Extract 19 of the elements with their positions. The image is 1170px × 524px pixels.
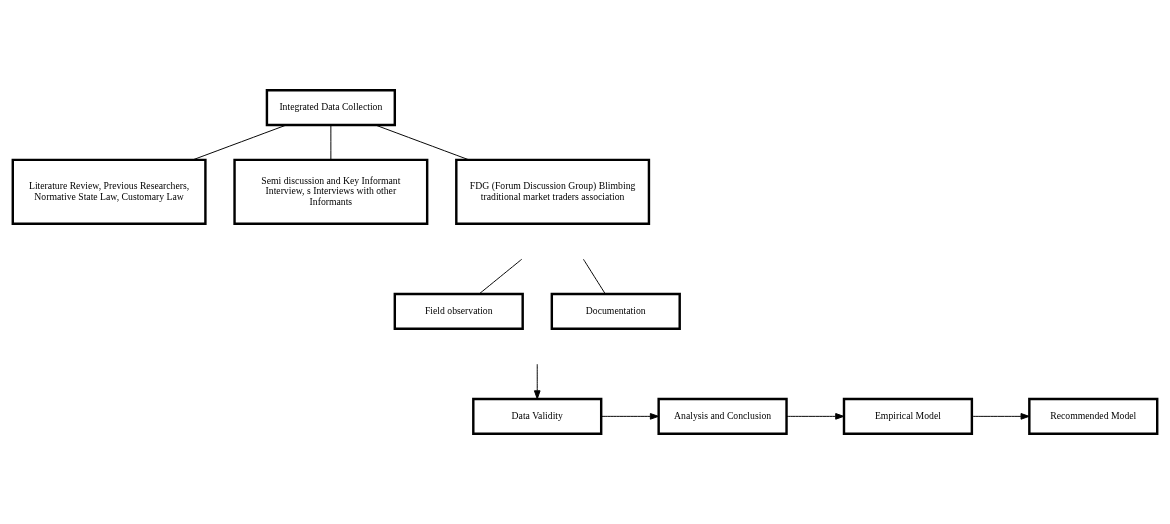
node-box: Empirical Model — [842, 397, 974, 435]
connector — [582, 258, 606, 295]
node-box: Integrated Data Collection — [265, 89, 396, 127]
arrow — [971, 413, 1030, 420]
arrow — [600, 413, 659, 420]
arrow — [533, 363, 541, 400]
arrow — [786, 413, 845, 420]
connector — [375, 124, 470, 161]
node-box: Analysis and Conclusion — [657, 397, 788, 435]
connector — [478, 258, 523, 295]
connector — [330, 124, 332, 161]
connector — [192, 124, 287, 161]
node-box: FDG (Forum Discussion Group) Blimbing traditional market traders association — [455, 158, 651, 225]
node-box: Literature Review, Previous Researchers, Normative State Law, Customary Law — [11, 158, 207, 225]
node-box: Data Validity — [472, 397, 603, 435]
node-box: Semi discussion and Key Informant Interview, s Interviews with other Informants — [233, 158, 429, 225]
node-box: Documentation — [550, 292, 681, 330]
node-box: Field observation — [393, 292, 524, 330]
node-box: Recommended Model — [1028, 397, 1159, 435]
